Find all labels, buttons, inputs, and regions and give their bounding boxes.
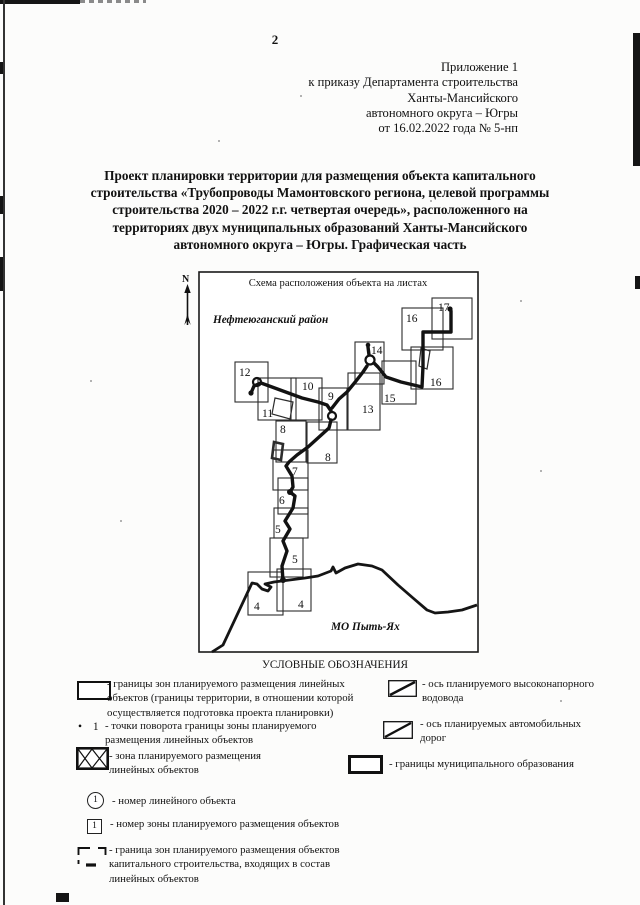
sheet-number: 10 — [302, 381, 314, 393]
legend-symbol-water-conduit-axis — [388, 680, 417, 702]
municipal-boundary-line — [211, 562, 478, 654]
scan-artifact-left-blob-2 — [0, 196, 3, 214]
sheet-number: 4 — [254, 601, 260, 613]
sheet-number: 16 — [430, 377, 442, 389]
sheet-location-scheme: N Схема расположения объекта на листах Н… — [175, 270, 485, 655]
sheet-rect-10 — [290, 377, 323, 421]
scan-artifact-top-bar — [0, 0, 80, 4]
document-title: Проект планировки территории для размеще… — [90, 168, 550, 252]
map-title: Схема расположения объекта на листах — [249, 278, 428, 289]
sheet-rect-17 — [431, 297, 473, 340]
legend-item-text: - ось планируемых автомобильных дорог — [420, 718, 582, 745]
scheme-svg: N Схема расположения объекта на листах Н… — [182, 271, 479, 654]
appendix-header: Приложение 1 к приказу Департамента стро… — [240, 60, 518, 136]
sheet-number: 4 — [298, 599, 304, 611]
legend-item-text: - номер линейного объекта — [112, 795, 236, 807]
legend-item-text: - границы зон планируемого размещения ли… — [107, 678, 354, 719]
zone-quad-near-11 — [271, 397, 294, 420]
sheet-rect-8-right — [306, 421, 338, 464]
svg-text:N: N — [182, 274, 190, 285]
map-frame — [198, 271, 479, 653]
sheet-numbers: 12 11 10 9 13 14 15 16 16 17 8 8 7 6 5 5… — [239, 302, 450, 613]
region-label-south: МО Пыть-Ях — [330, 621, 400, 633]
sheet-rect-12 — [234, 361, 269, 403]
sheet-rect-16-low — [410, 346, 454, 390]
legend-symbol-turn-point: • 1 — [78, 721, 103, 733]
sheet-number: 16 — [406, 313, 418, 325]
scan-artifact-right-mark — [635, 276, 640, 289]
sheet-rect-9 — [318, 387, 348, 431]
sheet-number: 15 — [384, 393, 396, 405]
sheet-rect-15 — [381, 360, 417, 405]
sheet-number: 12 — [239, 367, 251, 379]
legend-symbol-placement-zone — [75, 746, 109, 775]
legend-item-text: - точки поворота границы зоны планируемо… — [105, 720, 317, 747]
legend-square-number: 1 — [92, 821, 97, 831]
sheet-number: 9 — [328, 391, 334, 403]
sheet-number: 8 — [325, 452, 331, 464]
sheet-number: 5 — [275, 524, 281, 536]
sheet-number: 8 — [280, 424, 286, 436]
appendix-header-line: Приложение 1 — [440, 60, 518, 74]
scan-artifact-left-blob-3 — [0, 257, 3, 291]
appendix-header-line: автономного округа – Югры — [365, 105, 518, 120]
scan-artifact-left-line — [3, 0, 5, 905]
legend-item-text: - зона планируемого размещения линейных … — [109, 750, 262, 777]
scan-artifact-left-blob-1 — [0, 62, 3, 74]
legend-symbol-linear-zone-border — [77, 681, 111, 700]
sheet-number: 6 — [279, 495, 285, 507]
appendix-header-line: Ханты-Мансийского — [407, 90, 518, 105]
scan-artifact-right-band — [633, 33, 640, 166]
pipeline-turn-loops — [251, 354, 376, 422]
legend-symbol-road-axis — [383, 721, 413, 744]
appendix-header-line: от 16.02.2022 года № 5-нп — [378, 121, 518, 136]
zone-quad-near-16 — [418, 347, 431, 370]
sheet-number: 11 — [262, 408, 273, 420]
legend-circle-number: 1 — [93, 795, 98, 805]
sheet-number: 14 — [371, 345, 383, 357]
legend-symbol-object-number: 1 — [87, 792, 104, 809]
legend-symbol-municipal-border — [348, 755, 383, 774]
sheet-rect-14 — [354, 341, 385, 385]
sheet-number: 17 — [438, 302, 450, 314]
sheet-number: 7 — [292, 466, 298, 478]
sheet-number: 13 — [362, 404, 374, 416]
sheet-number: 5 — [292, 554, 298, 566]
scan-artifact-bottom-mark — [56, 893, 69, 902]
legend-title: УСЛОВНЫЕ ОБОЗНАЧЕНИЯ — [262, 659, 408, 671]
legend-item-text: - ось планируемого высоконапорного водов… — [422, 678, 595, 705]
legend-symbol-capital-objects-border — [77, 846, 108, 874]
sheet-rect-11 — [257, 377, 297, 421]
appendix-header-line: к приказу Департамента строительства — [308, 75, 518, 90]
north-arrow-icon: N — [182, 274, 191, 325]
legend-item-text: - граница зон планируемого размещения об… — [109, 844, 340, 885]
sheet-rect-4-right — [276, 568, 312, 612]
zone-quad-near-7 — [270, 440, 285, 462]
legend-item-text: - номер зоны планируемого размещения объ… — [110, 818, 340, 830]
page-number: 2 — [271, 32, 279, 47]
legend-symbol-zone-number: 1 — [87, 819, 102, 834]
legend-item-text: - границы муниципального образования — [389, 758, 574, 770]
region-label-north: Нефтеюганский район — [212, 314, 328, 326]
scan-artifact-top-dashes — [80, 0, 146, 3]
